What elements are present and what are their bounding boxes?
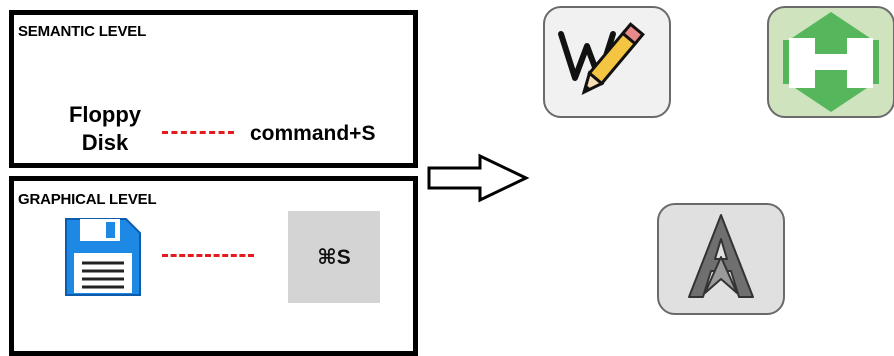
floppy-disk-label: Floppy Disk [50,101,160,157]
writer-pencil-icon [543,6,671,118]
command-s-label: command+S [250,122,376,145]
graphical-level-title: GRAPHICAL LEVEL [18,191,157,208]
floppy-disk-icon [60,215,144,304]
graphical-link-dashed-line [162,254,254,257]
floppy-label-line2: Disk [81,130,129,155]
graphical-level-panel: GRAPHICAL LEVEL ⌘S [9,176,418,356]
command-s-shortcut-glyph: ⌘S [288,211,380,303]
semantic-level-panel: SEMANTIC LEVEL Floppy Disk command+S [9,10,418,168]
semantic-level-title: SEMANTIC LEVEL [18,23,147,40]
semantic-link-dashed-line [162,131,234,134]
green-h-icon [767,6,894,118]
vector-a-icon [657,203,785,315]
floppy-label-line1: Floppy [68,102,142,127]
right-arrow-icon [426,152,530,209]
